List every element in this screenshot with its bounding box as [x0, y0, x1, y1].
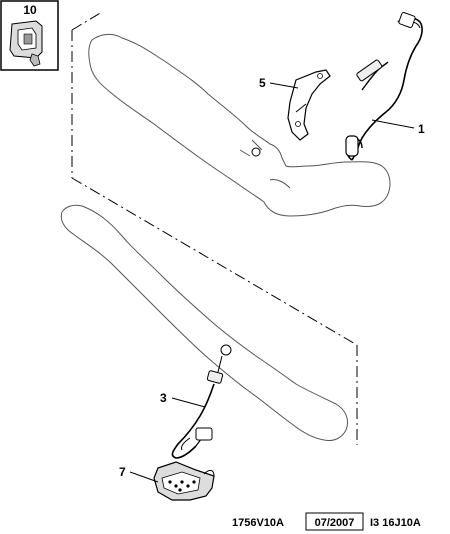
oxygen-sensor-upstream: [345, 12, 423, 161]
footer-ref: I3 16J10A: [370, 517, 421, 529]
exhaust-pipe-upper: [88, 33, 391, 217]
oxygen-sensor-downstream: [171, 344, 232, 459]
callout-5-label: 5: [259, 76, 266, 90]
clip-icon: [9, 20, 43, 67]
callout-7-label: 7: [119, 465, 126, 479]
footer-reference: 1756V10A 07/2007 I3 16J10A: [232, 512, 421, 531]
callouts: 5 1 3 7: [119, 76, 425, 483]
callout-1-label: 1: [418, 122, 425, 136]
footer-code: 1756V10A: [232, 517, 284, 529]
callout-3-label: 3: [160, 391, 167, 405]
connector-bracket-part-7: [153, 461, 215, 501]
footer-date: 07/2007: [315, 517, 355, 529]
reference-plane: [71, 11, 358, 445]
bracket-part-5: [287, 69, 331, 141]
exhaust-pipe-lower: [60, 204, 349, 441]
callout-10-label: 10: [23, 3, 37, 17]
inset-part-10: 10: [0, 0, 59, 71]
